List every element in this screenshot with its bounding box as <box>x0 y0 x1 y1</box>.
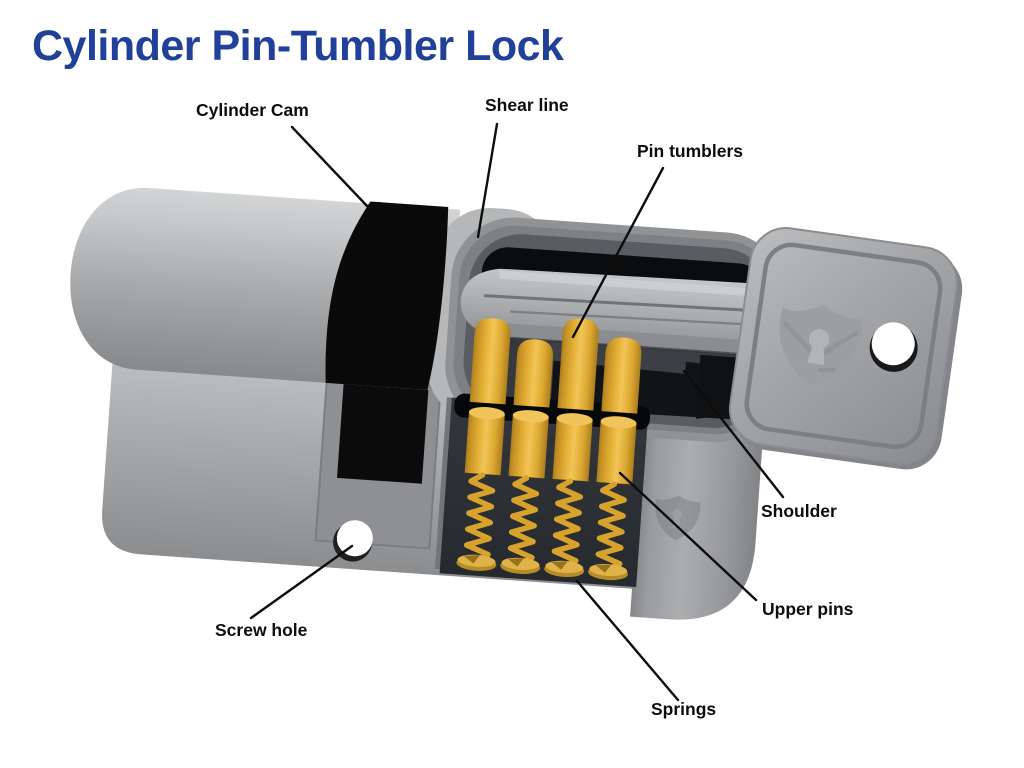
screw-hole <box>336 520 373 557</box>
leader-screw-hole <box>249 544 354 620</box>
label-upper-pins: Upper pins <box>762 599 854 619</box>
springs <box>463 472 627 573</box>
leader-shoulder <box>682 369 785 499</box>
leader-pin-tumblers <box>571 166 665 339</box>
leader-cylinder-cam <box>290 125 370 209</box>
lower-pins <box>464 407 637 485</box>
label-pin-tumblers: Pin tumblers <box>637 141 743 161</box>
key-bow-shield-logo <box>779 305 863 387</box>
leader-springs <box>575 579 680 702</box>
cylinder-cam <box>325 201 449 390</box>
label-springs: Springs <box>651 699 717 719</box>
label-shoulder: Shoulder <box>761 501 837 521</box>
key-bow-inner-outline <box>744 242 943 450</box>
leader-upper-pins <box>618 471 758 602</box>
upper-pins <box>469 318 642 414</box>
leader-lines <box>249 122 785 702</box>
body-shield-watermark <box>655 495 701 541</box>
page-title: Cylinder Pin-Tumbler Lock <box>32 22 564 70</box>
cam-tab <box>337 374 430 484</box>
key-ring-hole <box>871 322 915 366</box>
key-bow <box>728 227 963 470</box>
label-shear-line: Shear line <box>485 95 569 115</box>
right-barrel <box>630 391 766 620</box>
leader-shear-line <box>476 122 499 239</box>
label-screw-hole: Screw hole <box>215 620 308 640</box>
spring-seats <box>456 554 629 581</box>
label-cylinder-cam: Cylinder Cam <box>196 100 309 120</box>
